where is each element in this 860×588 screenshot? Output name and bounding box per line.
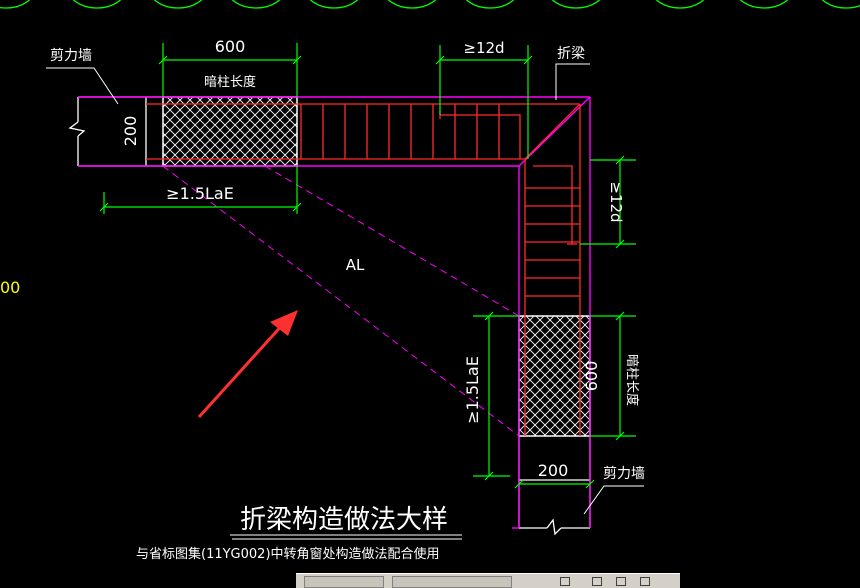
drawing-subtitle: 与省标图集(11YG002)中转角窗处构造做法配合使用 — [136, 546, 440, 562]
grid-bubble — [231, 0, 281, 9]
dim-right-hidden-column-label: 暗柱长度 — [624, 354, 640, 406]
dim-top-min-anchor-12d: ≥12d — [463, 39, 504, 57]
label-al: AL — [346, 256, 365, 274]
shear-wall-left — [68, 96, 163, 167]
taskbar-icon[interactable] — [592, 577, 602, 586]
pointer-arrow — [197, 310, 298, 419]
hidden-column-top — [162, 96, 298, 167]
dim-right-width: 600 — [582, 361, 601, 392]
grid-bubble — [821, 0, 860, 9]
dim-bottom-wall-thickness: 200 — [538, 461, 569, 480]
al-dashed-lines — [162, 165, 520, 437]
shear-wall-bottom — [518, 436, 591, 536]
grid-bubble — [739, 0, 789, 9]
drawing-title: 折梁构造做法大样 — [240, 505, 448, 535]
rebar — [146, 103, 581, 436]
taskbar — [296, 573, 680, 588]
grid-bubble — [551, 0, 601, 9]
grid-bubble — [153, 0, 203, 9]
grid-bubble — [0, 0, 31, 9]
taskbar-icon[interactable] — [560, 577, 570, 586]
grid-bubble — [655, 0, 705, 9]
taskbar-item[interactable] — [392, 576, 512, 588]
label-shear-wall-top: 剪力墙 — [50, 48, 92, 64]
dim-left-wall-thickness: 200 — [121, 116, 140, 147]
grid-bubble — [387, 0, 437, 9]
dim-top-width: 600 — [215, 37, 246, 56]
title-underlines — [230, 534, 462, 540]
dim-top-hidden-column-label: 暗柱长度 — [204, 74, 256, 90]
grid-bubble — [309, 0, 359, 9]
taskbar-icon[interactable] — [616, 577, 626, 586]
taskbar-item[interactable] — [304, 576, 384, 588]
label-shear-wall-bottom: 剪力墙 — [603, 466, 645, 482]
grid-bubble — [72, 0, 122, 9]
grid-bubble — [465, 0, 515, 9]
grid-bubbles — [0, 0, 860, 9]
dim-right-min-anchor-lae: ≥1.5LaE — [463, 356, 482, 424]
dim-right-min-anchor-12d: ≥12d — [607, 181, 625, 222]
dim-top-min-anchor-lae: ≥1.5LaE — [166, 184, 234, 203]
edge-label: 00 — [0, 278, 20, 297]
dimension-lines — [99, 43, 636, 489]
label-folded-beam: 折梁 — [557, 46, 585, 62]
taskbar-icon[interactable] — [640, 577, 650, 586]
leader-lines — [46, 63, 644, 515]
